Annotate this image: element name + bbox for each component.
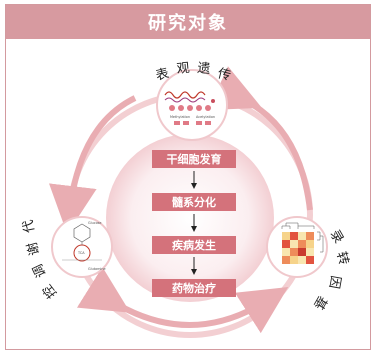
node-transcription xyxy=(266,216,328,278)
right-label-char-2: 因 xyxy=(326,274,343,289)
right-label-char-3: 转 xyxy=(333,250,351,266)
step-label-1: 干细胞发育 xyxy=(167,152,222,166)
left-label-char-3: 调 xyxy=(31,262,50,280)
glutamine-label: Glutamine xyxy=(88,267,106,271)
heatmap-icon xyxy=(281,222,324,264)
left-label-char-2: 谢 xyxy=(24,240,43,257)
right-label-char-1: 基 xyxy=(310,293,329,312)
step-3: 疾病发生 xyxy=(152,236,236,254)
step-label-2: 髓系分化 xyxy=(172,195,216,209)
step-label-4: 药物治疗 xyxy=(172,281,216,295)
acetylation-label: Acetylation xyxy=(196,115,215,119)
page-title: 研究对象 xyxy=(148,13,228,34)
top-label-char-4: 传 xyxy=(216,66,232,84)
tca-label: TCA xyxy=(77,251,85,255)
arrow-left-right xyxy=(76,266,289,334)
top-label-char-3: 遗 xyxy=(197,61,211,77)
node-epigenetics: Methylation Acetylation xyxy=(156,69,228,141)
step-2: 髓系分化 xyxy=(152,193,236,211)
top-label-char-1: 表 xyxy=(154,66,170,84)
step-1: 干细胞发育 xyxy=(152,150,236,168)
node-metabolism: Glucose TCA Glutamine xyxy=(51,216,113,278)
step-4: 药物治疗 xyxy=(152,279,236,297)
step-label-3: 疾病发生 xyxy=(172,238,216,252)
methylation-label: Methylation xyxy=(170,115,190,119)
arrow-right-to-top xyxy=(208,66,313,211)
arrow-top-to-left xyxy=(48,95,137,234)
title-bar: 研究对象 xyxy=(6,5,370,39)
left-label-char-4: 控 xyxy=(40,281,60,300)
center-disc xyxy=(106,134,274,302)
right-label-char-4: 录 xyxy=(327,228,346,247)
top-label-char-2: 观 xyxy=(176,61,190,77)
glucose-label: Glucose xyxy=(88,221,102,225)
left-label-char-1: 代 xyxy=(21,218,38,233)
